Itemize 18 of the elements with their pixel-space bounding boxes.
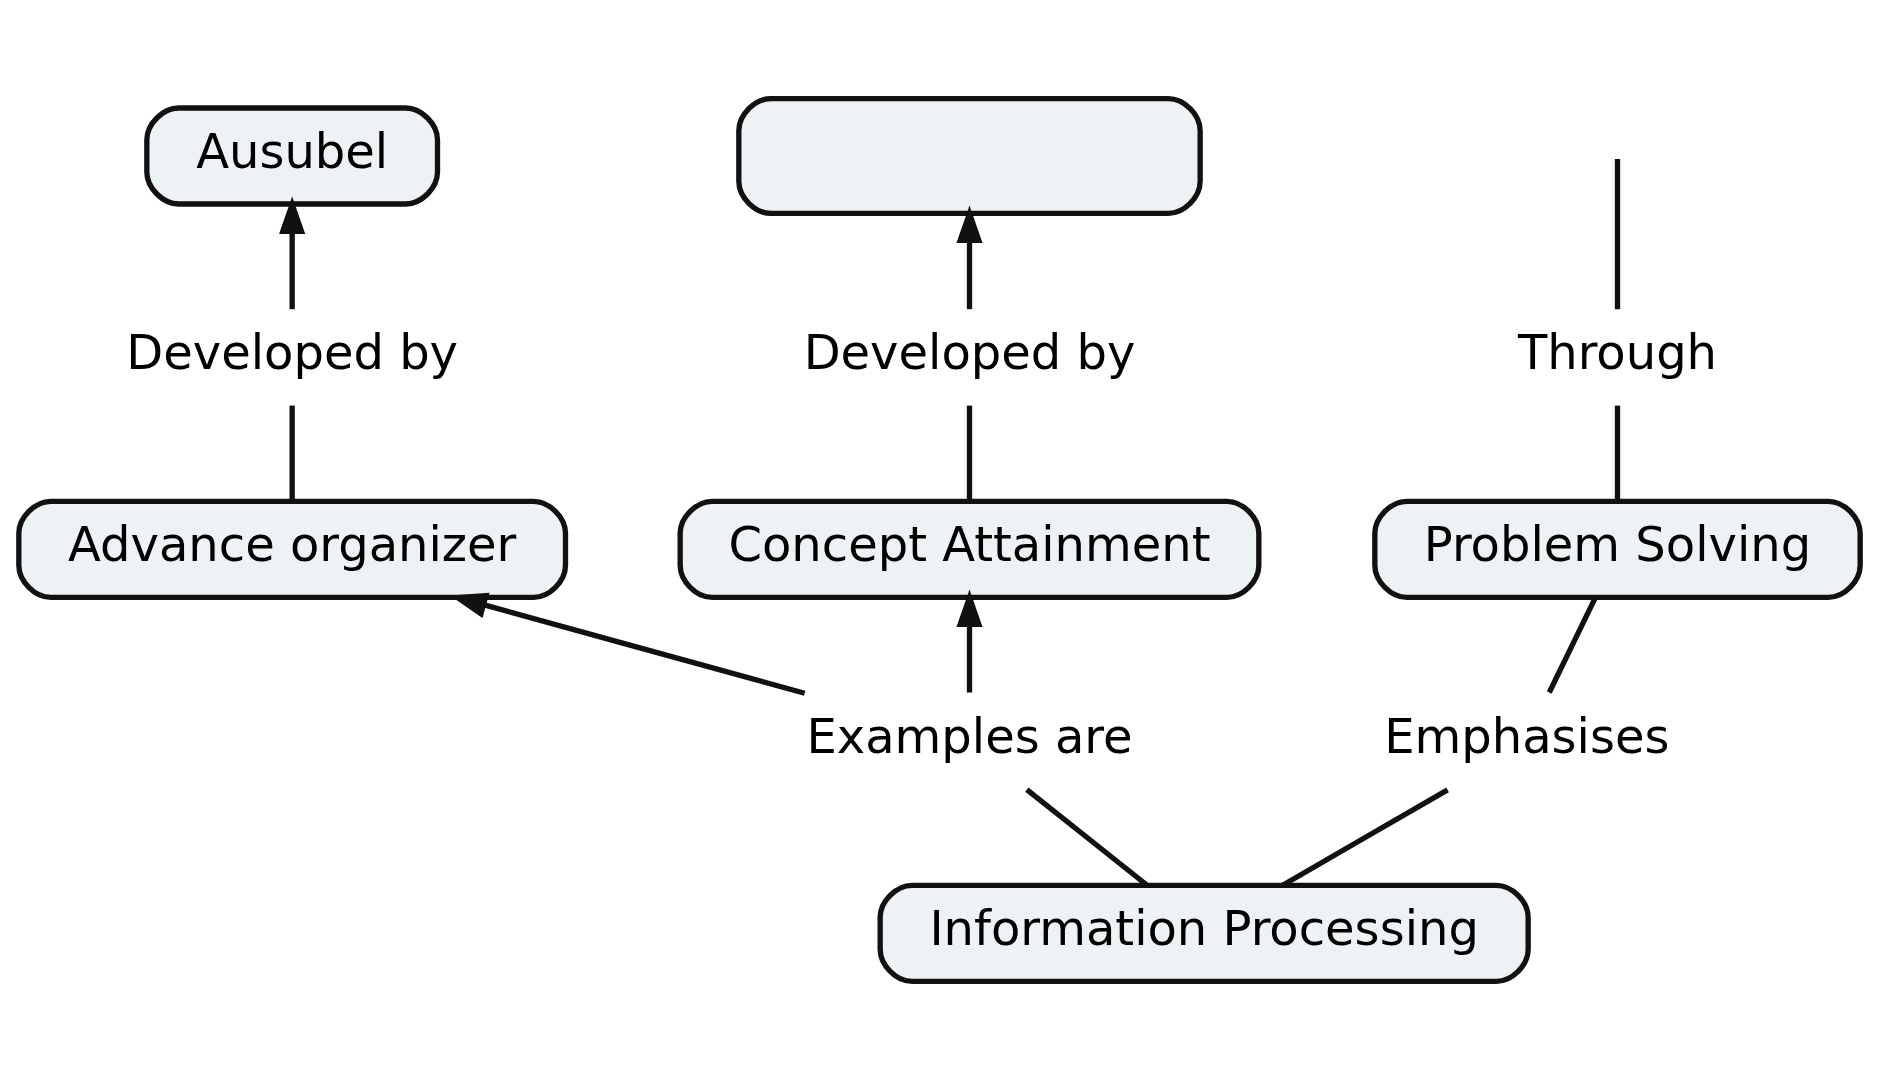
connector — [1614, 158, 1621, 310]
node-box: Problem Solving — [1372, 498, 1863, 600]
node-text: Developed by — [803, 324, 1136, 381]
node-text: Examples are — [806, 708, 1133, 765]
node-box: Concept Attainment — [677, 498, 1262, 600]
node-box: Ausubel — [144, 105, 441, 207]
node-box — [736, 96, 1203, 216]
node-box: Advance organizer — [16, 498, 569, 600]
arrow — [956, 205, 983, 310]
node-text: Developed by — [126, 324, 459, 381]
node-text: Emphasises — [1384, 708, 1670, 765]
connector — [289, 405, 295, 501]
arrow — [279, 196, 306, 310]
node-box: Information Processing — [877, 882, 1531, 984]
connector — [966, 405, 973, 501]
arrow — [956, 589, 983, 693]
connector — [1614, 405, 1621, 501]
node-text: Through — [1517, 324, 1718, 381]
